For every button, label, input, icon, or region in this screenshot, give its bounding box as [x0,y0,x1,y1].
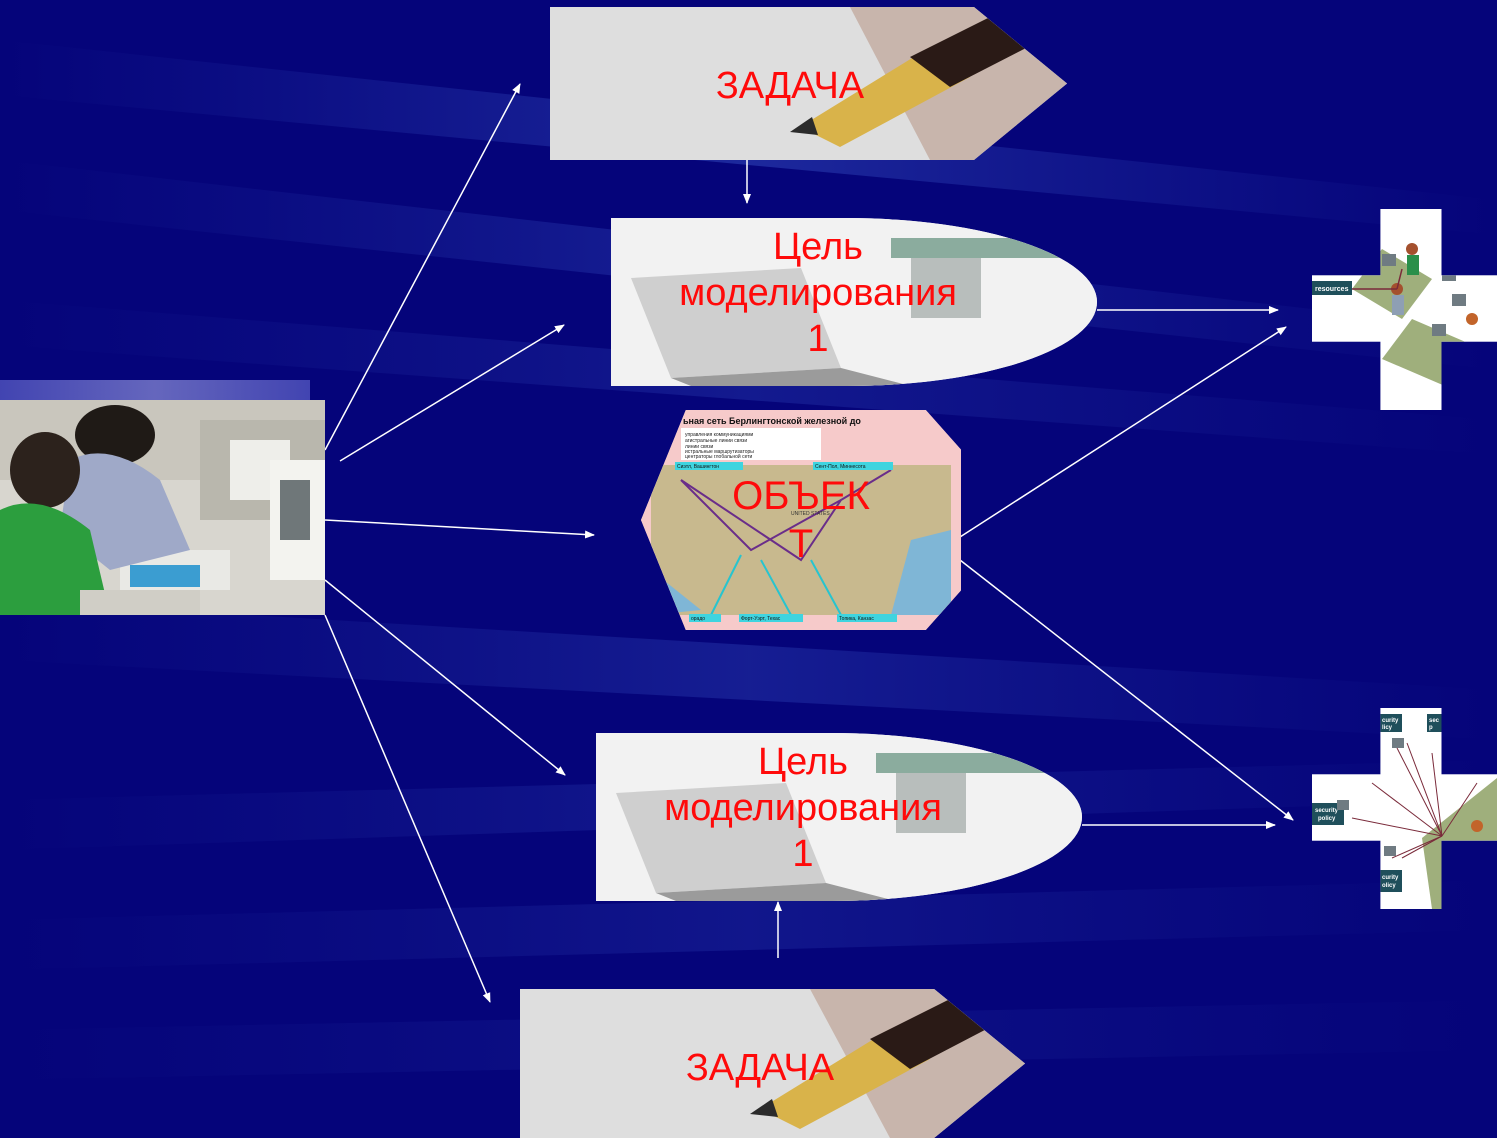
pen-image [520,989,1025,1138]
photo-top-glow [0,380,310,400]
students-at-computers-image [0,400,325,615]
svg-text:security: security [1315,808,1339,814]
svg-text:olicy: olicy [1382,883,1396,889]
object-label: ОБЪЕК Т [732,474,870,566]
laptop-image [596,733,1082,901]
svg-text:центраторы глобальной сети: центраторы глобальной сети [685,453,753,460]
svg-text:истральные маршрутизаторы: истральные маршрутизаторы [685,449,754,455]
svg-text:агистральные линии связи: агистральные линии связи [685,438,747,444]
svg-text:управления коммуникациями: управления коммуникациями [685,432,754,438]
railway-network-map: ьная сеть Берлингтонской железной до упр… [641,410,961,630]
svg-text:ьная сеть Берлингтонской желез: ьная сеть Берлингтонской железной до [683,416,861,426]
svg-text:орадо: орадо [691,616,705,622]
svg-text:curity: curity [1382,718,1399,724]
svg-text:p: p [1429,725,1433,731]
goal-bottom-label: Цель моделирования 1 [664,741,942,875]
pen-image [550,7,1067,160]
task-top-label: ЗАДАЧА [715,65,865,107]
svg-text:sec: sec [1429,718,1440,724]
task-box-top: ЗАДАЧА [550,7,1067,160]
students-photo [0,400,325,615]
goal-top-label: Цель моделирования 1 [679,226,957,360]
svg-text:resources: resources [1315,286,1349,293]
svg-text:policy: policy [1318,816,1336,822]
goal-box-top: Цель моделирования 1 [611,218,1097,386]
svg-text:Топика, Канзас: Топика, Канзас [839,616,874,622]
svg-text:UNITED STATES: UNITED STATES [791,511,830,517]
goal-box-bottom: Цель моделирования 1 [596,733,1082,901]
svg-text:Форт-Уэрт, Техас: Форт-Уэрт, Техас [741,616,781,622]
svg-text:Сиэтл, Вашингтон: Сиэтл, Вашингтон [677,464,719,470]
task-bottom-label: ЗАДАЧА [685,1047,835,1089]
svg-text:curity: curity [1382,875,1399,881]
svg-text:линии связи: линии связи [685,444,714,450]
object-box: ьная сеть Берлингтонской железной до упр… [641,410,961,630]
laptop-image [611,218,1097,386]
svg-text:Сент-Пол, Миннесота: Сент-Пол, Миннесота [815,464,866,470]
svg-text:licy: licy [1382,725,1393,731]
task-box-bottom: ЗАДАЧА [520,989,1025,1138]
